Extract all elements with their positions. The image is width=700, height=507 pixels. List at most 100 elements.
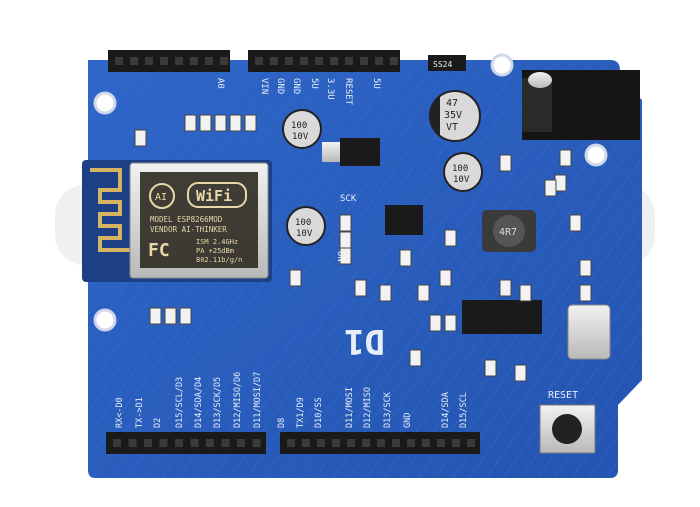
header-pin xyxy=(220,57,228,65)
bottom-header-label: RX<-D0 xyxy=(115,397,125,428)
header-pin xyxy=(205,57,213,65)
mounting-hole xyxy=(93,91,117,115)
header-pin xyxy=(377,439,385,447)
header-pin xyxy=(315,57,323,65)
header-pin xyxy=(375,57,383,65)
header-pin xyxy=(422,439,430,447)
header-pin xyxy=(300,57,308,65)
header-pin xyxy=(113,439,121,447)
on-label: ON xyxy=(335,251,345,262)
smd-component xyxy=(579,284,592,302)
header-pin xyxy=(237,439,245,447)
top-header-label: GND xyxy=(275,78,285,94)
smd-component xyxy=(559,149,572,167)
header-pin xyxy=(206,439,214,447)
smd-component xyxy=(339,231,352,249)
header-pin xyxy=(330,57,338,65)
smd-component xyxy=(579,259,592,277)
inductor: 4R7 xyxy=(482,210,536,252)
svg-text:100: 100 xyxy=(291,121,307,131)
top-header-label: 5U xyxy=(371,78,381,89)
top-header-label: VIN xyxy=(259,78,269,94)
svg-text:100: 100 xyxy=(452,164,468,174)
bottom-header-label: D15/SCL xyxy=(459,392,469,428)
smd-component xyxy=(184,114,197,132)
top-header-label: A0 xyxy=(215,78,225,89)
header-pin xyxy=(175,57,183,65)
wifi-logo-text: WiFi xyxy=(196,187,232,205)
usb-serial-chip xyxy=(462,300,542,334)
smd-component xyxy=(339,214,352,232)
header-pin xyxy=(175,439,183,447)
header-pin xyxy=(345,57,353,65)
ai-logo-text: AI xyxy=(155,192,167,203)
smd-component xyxy=(429,314,442,332)
top-header-left xyxy=(108,50,230,72)
header-pin xyxy=(360,57,368,65)
bottom-header-label: D12/MISO/D6 xyxy=(233,372,243,428)
wifi-logo xyxy=(187,182,247,208)
smd-component xyxy=(519,284,532,302)
svg-text:10V: 10V xyxy=(292,132,309,142)
bottom-header-label: D14/SDA/D4 xyxy=(194,377,204,428)
diode-ss24 xyxy=(428,55,466,71)
smd-component xyxy=(179,307,192,325)
module-ism: ISM 2.4GHz xyxy=(196,238,238,246)
dc-power-jack xyxy=(522,70,640,140)
bottom-header-label: D11/MOSI xyxy=(345,387,355,428)
bottom-header-label: D10/SS xyxy=(314,397,324,428)
svg-text:10V: 10V xyxy=(296,229,313,239)
svg-text:35V: 35V xyxy=(444,110,462,121)
header-pin xyxy=(407,439,415,447)
header-pin xyxy=(255,57,263,65)
capacitor-large: 47 35V VT xyxy=(429,90,481,142)
ic-chip xyxy=(385,205,423,235)
sck-label: SCK xyxy=(340,194,357,204)
bottom-header-label: TX1/D9 xyxy=(296,397,306,428)
smd-component xyxy=(379,284,392,302)
ai-logo xyxy=(149,183,175,209)
mounting-hole xyxy=(584,143,608,167)
smd-component xyxy=(569,214,582,232)
smd-component xyxy=(214,114,227,132)
header-pin xyxy=(270,57,278,65)
mounting-hole xyxy=(93,308,117,332)
module-model: MODEL ESP8266MOD xyxy=(150,215,223,224)
header-pin xyxy=(390,57,398,65)
header-pin xyxy=(128,439,137,447)
smd-component xyxy=(444,314,457,332)
smd-component xyxy=(134,129,147,147)
module-pa: PA +25dBm xyxy=(196,247,234,255)
svg-text:10V: 10V xyxy=(453,175,470,185)
smd-component xyxy=(409,349,422,367)
fcc-logo: FC xyxy=(148,240,170,261)
smd-component xyxy=(244,114,257,132)
mounting-hole xyxy=(490,53,514,77)
smd-component xyxy=(499,279,512,297)
smd-component xyxy=(164,307,177,325)
header-pin xyxy=(190,439,199,447)
voltage-regulator xyxy=(340,138,380,166)
header-pin xyxy=(252,439,261,447)
bottom-header-label: D15/SCL/D3 xyxy=(175,377,185,428)
smd-component xyxy=(499,154,512,172)
bottom-header-label: D13/SCK/D5 xyxy=(213,377,223,428)
header-pin xyxy=(159,439,168,447)
header-pin xyxy=(347,439,355,447)
capacitor-small: 100 10V xyxy=(443,152,483,192)
svg-text:VT: VT xyxy=(446,122,458,133)
module-protocol: 802.11b/g/n xyxy=(196,256,242,264)
smd-component xyxy=(289,269,302,287)
header-pin xyxy=(362,439,370,447)
pcb-antenna xyxy=(90,168,130,252)
smd-component xyxy=(484,359,497,377)
smd-component xyxy=(444,229,457,247)
board-logo: D1 xyxy=(344,321,385,361)
header-pin xyxy=(392,439,400,447)
smd-component xyxy=(199,114,212,132)
module-vendor: VENDOR AI-THINKER xyxy=(150,225,227,234)
top-header-label: GND xyxy=(291,78,301,94)
header-pin xyxy=(160,57,168,65)
